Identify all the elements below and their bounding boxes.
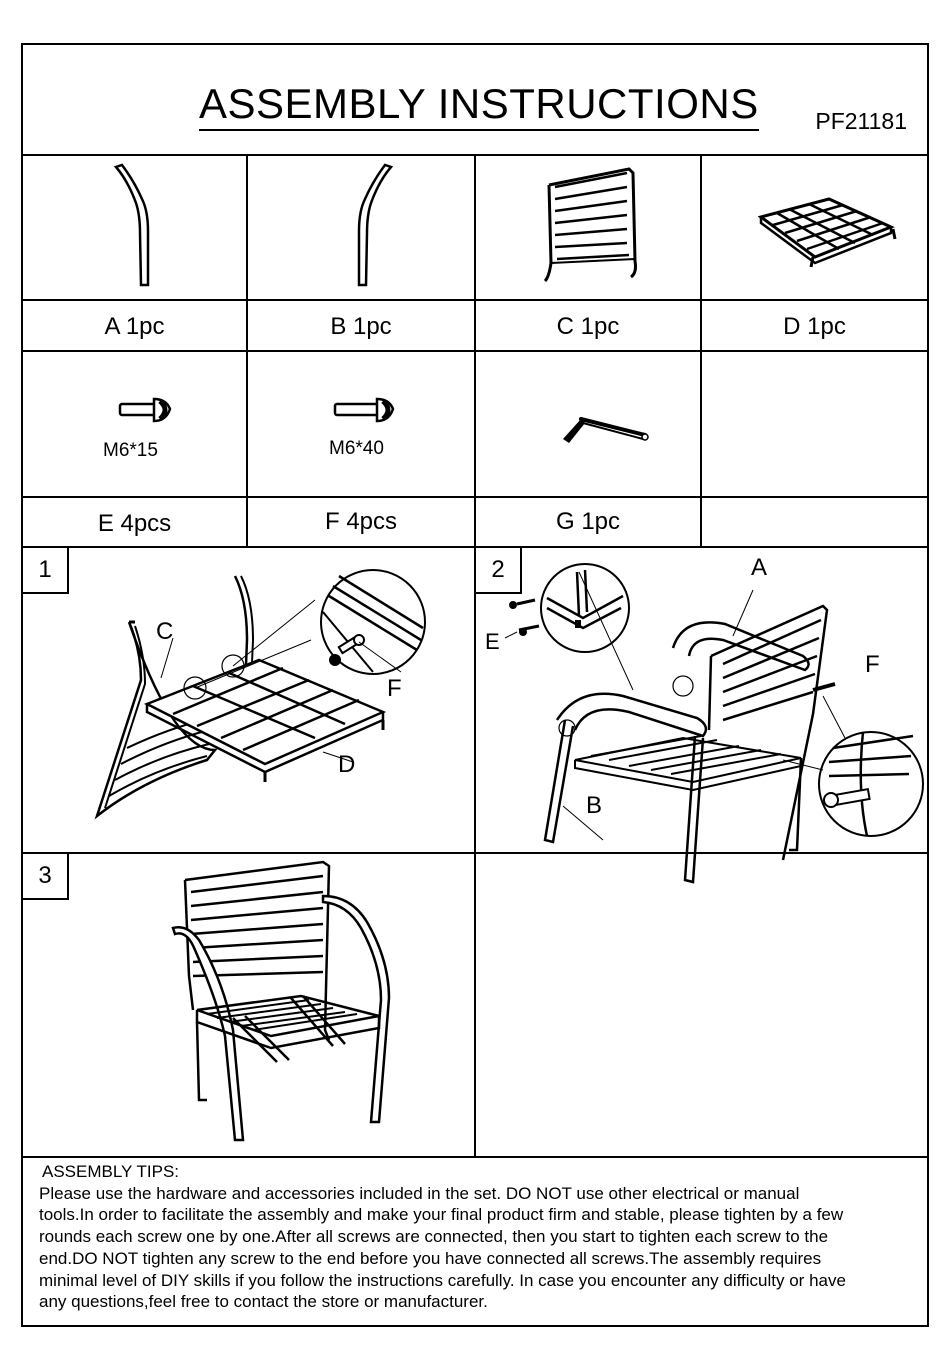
tips-line: minimal level of DIY skills if you follo… <box>39 1270 846 1290</box>
divider <box>474 154 476 1156</box>
part-a-label: A 1pc <box>104 313 165 340</box>
assembly-sheet: ASSEMBLY INSTRUCTIONS PF21181 A 1pc B 1p… <box>21 43 929 1327</box>
tips-line: rounds each screw one by one.After all s… <box>39 1227 829 1247</box>
chair-back-icon <box>543 167 637 283</box>
model-number: PF21181 <box>815 108 907 134</box>
step-2-callout-a: A <box>751 554 768 581</box>
bolt-long-icon <box>333 397 395 423</box>
part-b-label: B 1pc <box>330 313 392 340</box>
bolt-short-icon <box>118 397 172 423</box>
tips-line: Please use the hardware and accessories … <box>39 1183 800 1203</box>
seat-frame-icon <box>757 197 897 268</box>
title-row: ASSEMBLY INSTRUCTIONS PF21181 <box>23 45 927 156</box>
step-1-illustration <box>94 569 426 820</box>
tips-line: tools.In order to facilitate the assembl… <box>39 1205 844 1225</box>
part-b-cell: B 1pc <box>248 301 474 350</box>
part-d-label: D 1pc <box>783 313 846 340</box>
divider <box>246 154 248 546</box>
divider <box>23 1156 927 1158</box>
right-armrest-leg-icon <box>357 163 394 287</box>
hardware-g-label: G 1pc <box>555 508 621 535</box>
hardware-e-label: E 4pcs <box>97 510 172 537</box>
allen-key-icon <box>563 417 649 443</box>
tips-line: any questions,feel free to contact the s… <box>39 1292 488 1312</box>
step-1-callout-f: F <box>387 675 402 702</box>
hardware-f-cell: F 4pcs <box>248 498 474 546</box>
step-3-illustration <box>171 860 391 1142</box>
step-3-number: 3 <box>23 854 69 900</box>
divider <box>700 154 702 546</box>
step-2-illustration <box>504 563 924 884</box>
tips-title: ASSEMBLY TIPS: <box>42 1162 180 1181</box>
tips-line: end.DO NOT tighten any screw to the end … <box>39 1248 822 1268</box>
step-2-callout-e: E <box>485 629 500 654</box>
step-2-number: 2 <box>476 548 522 594</box>
bolt-short-size: M6*15 <box>103 440 158 461</box>
part-c-cell: C 1pc <box>476 301 700 350</box>
hardware-g-cell: G 1pc <box>476 498 700 546</box>
step-1-number: 1 <box>23 548 69 594</box>
part-d-cell: D 1pc <box>702 301 927 350</box>
left-armrest-leg-icon <box>113 163 150 287</box>
step-2-callout-f: F <box>865 651 880 678</box>
hardware-empty-cell <box>702 498 927 546</box>
hardware-f-label: F 4pcs <box>324 508 398 535</box>
part-a-cell: A 1pc <box>23 301 246 350</box>
page-title: ASSEMBLY INSTRUCTIONS <box>199 81 759 131</box>
step-2-callout-b: B <box>586 792 603 819</box>
bolt-long-size: M6*40 <box>329 438 384 459</box>
step-1-callout-c: C <box>156 618 174 645</box>
step-1-callout-d: D <box>338 751 356 778</box>
part-c-label: C 1pc <box>556 313 620 340</box>
hardware-e-cell: E 4pcs <box>23 498 246 546</box>
empty-step-cell <box>476 854 927 1156</box>
assembly-tips: ASSEMBLY TIPS: Please use the hardware a… <box>39 1161 919 1313</box>
